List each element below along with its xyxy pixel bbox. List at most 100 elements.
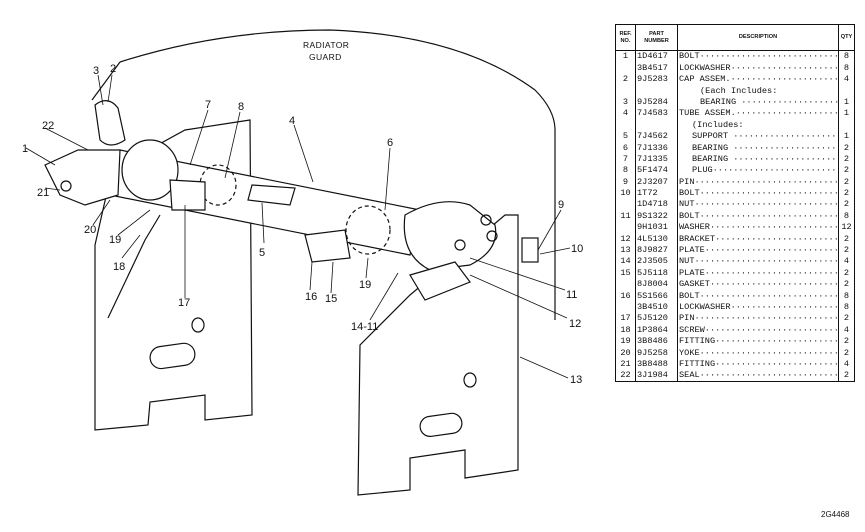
description-cell: SEAL····································… [677, 369, 839, 383]
qty-cell: 2 [838, 244, 855, 257]
support-plate [247, 184, 296, 206]
right-yoke-cap [403, 201, 497, 271]
left-yoke-cap [94, 100, 126, 146]
description-cell: PIN·····································… [677, 176, 839, 188]
ref-no-cell: 18 [615, 324, 636, 336]
part-number-cell: 9J5284 [635, 96, 678, 108]
ref-no-cell [615, 221, 636, 234]
part-number-cell: 5F1474 [635, 164, 678, 177]
part-number-cell: 7J1336 [635, 142, 678, 154]
callout-10: 10 [571, 243, 583, 255]
tube-bearing-right-dashed [345, 205, 391, 255]
left-plate-slot [149, 342, 196, 370]
callout-7: 7 [205, 99, 211, 111]
bolt-head [480, 214, 492, 226]
part-number-cell: 3B4510 [635, 301, 678, 313]
radiator-guard-outline [119, 29, 556, 320]
description-cell: PLUG································· [677, 164, 839, 177]
qty-cell [838, 119, 855, 131]
ref-no-cell: 21 [615, 358, 636, 370]
drawing-number: 2G4468 [821, 510, 850, 519]
radiator-guard-left-edge [91, 61, 121, 101]
part-number-cell: 1T72 [635, 187, 678, 200]
part-number-cell: 7J1335 [635, 153, 678, 165]
description-cell: SCREW···································… [677, 324, 839, 336]
ref-no-cell: 5 [615, 130, 636, 143]
callout-19-left: 19 [109, 234, 121, 246]
ref-no-cell: 8 [615, 164, 636, 177]
callout-22: 22 [42, 120, 54, 132]
ref-no-cell: 2 [615, 73, 636, 86]
table-row: 101T72BOLT······························… [615, 187, 855, 200]
part-number-cell: 5S1566 [635, 290, 678, 302]
description-cell: NUT·····································… [677, 199, 839, 211]
ref-no-cell [615, 199, 636, 211]
callout-5: 5 [259, 247, 265, 259]
qty-cell: 1 [838, 130, 855, 143]
ref-no-cell: 13 [615, 244, 636, 257]
right-plate-slot [419, 412, 463, 437]
ref-no-cell: 16 [615, 290, 636, 302]
description-cell: (Includes: [677, 119, 839, 131]
description-cell: BOLT····································… [677, 187, 839, 200]
description-cell: BOLT····································… [677, 50, 839, 63]
ref-no-cell [615, 85, 636, 97]
table-row: 223J1984SEAL····························… [615, 369, 855, 383]
qty-cell: 2 [838, 187, 855, 200]
right-mounting-plate [357, 214, 519, 496]
description-cell: FITTING·································… [677, 358, 839, 370]
ref-no-cell [615, 301, 636, 313]
qty-cell: 2 [838, 176, 855, 188]
ref-no-cell: 3 [615, 96, 636, 108]
callout-14-11: 14-11 [351, 321, 378, 333]
qty-cell: 2 [838, 335, 855, 348]
callout-4: 4 [289, 115, 295, 127]
bolt-head [486, 230, 498, 242]
description-cell: LOCKWASHER······························… [677, 301, 839, 313]
ref-no-cell: 11 [615, 210, 636, 222]
description-cell: SUPPORT ····························· [677, 130, 839, 143]
qty-cell: 4 [838, 256, 855, 268]
qty-cell: 2 [838, 278, 855, 291]
qty-cell: 8 [838, 62, 855, 74]
description-cell: FITTING·································… [677, 335, 839, 348]
table-row: 119S1322BOLT····························… [615, 210, 855, 222]
header-description: DESCRIPTION [677, 24, 839, 51]
part-number-cell: 2J3505 [635, 256, 678, 268]
description-cell: PLATE···································… [677, 267, 839, 279]
description-cell: BOLT····································… [677, 210, 839, 222]
qty-cell: 2 [838, 142, 855, 154]
description-cell: CAP ASSEM.······························… [677, 73, 839, 86]
description-cell: BEARING ······························ [677, 96, 839, 108]
qty-cell: 2 [838, 369, 855, 383]
callout-12: 12 [569, 318, 581, 330]
description-cell: BRACKET·································… [677, 233, 839, 245]
qty-cell: 8 [838, 290, 855, 302]
qty-cell: 4 [838, 73, 855, 86]
right-bracket [409, 261, 471, 301]
callout-17: 17 [178, 297, 190, 309]
qty-cell: 1 [838, 107, 855, 120]
qty-cell: 2 [838, 347, 855, 359]
left-bracket [169, 179, 206, 211]
table-row: 165S1566BOLT····························… [615, 290, 855, 302]
ref-no-cell: 19 [615, 335, 636, 348]
description-cell: NUT·····································… [677, 256, 839, 268]
table-row: 3B4517LOCKWASHER························… [615, 62, 855, 74]
callout-6: 6 [387, 137, 393, 149]
header-qty: QTY [838, 24, 855, 51]
description-cell: BEARING ····························· [677, 153, 839, 165]
ref-no-cell [615, 119, 636, 131]
part-number-cell: 9S1322 [635, 210, 678, 222]
description-cell: WASHER··································… [677, 221, 839, 234]
part-number-cell: 3B8486 [635, 335, 678, 348]
parts-table-body: 11D4617BOLT·····························… [615, 50, 855, 383]
callout-9: 9 [558, 199, 564, 211]
qty-cell: 2 [838, 199, 855, 211]
qty-cell: 2 [838, 153, 855, 165]
part-number-cell: 8J8004 [635, 278, 678, 291]
